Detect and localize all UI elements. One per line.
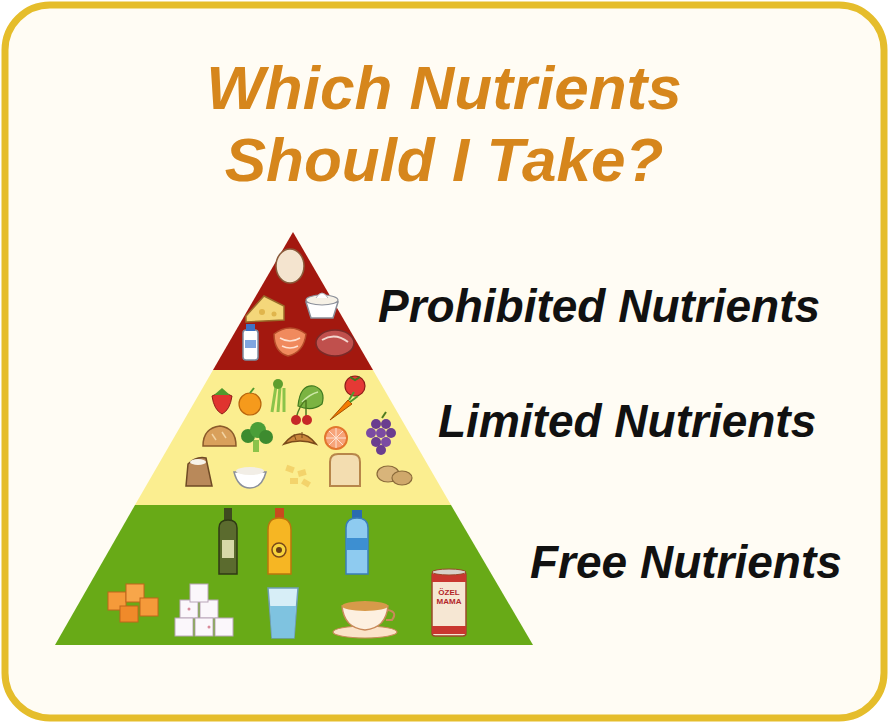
pyramid-band: Free Nutrients <box>55 505 533 645</box>
band-label: Free Nutrients <box>530 536 842 589</box>
illustration-part <box>5 5 884 718</box>
title: Which Nutrients Should I Take? <box>164 52 724 196</box>
band-fill <box>213 232 373 370</box>
pyramid-band: Prohibited Nutrients <box>213 232 373 370</box>
band-label: Prohibited Nutrients <box>378 280 820 333</box>
label-text: ÖZEL MAMA <box>432 588 466 606</box>
band-fill <box>135 370 451 505</box>
band-shape <box>213 232 373 370</box>
band-shape <box>135 370 451 505</box>
band-fill <box>55 505 533 645</box>
pyramid-band: Limited Nutrients <box>135 370 451 505</box>
band-shape <box>55 505 533 645</box>
band-label: Limited Nutrients <box>438 395 816 448</box>
